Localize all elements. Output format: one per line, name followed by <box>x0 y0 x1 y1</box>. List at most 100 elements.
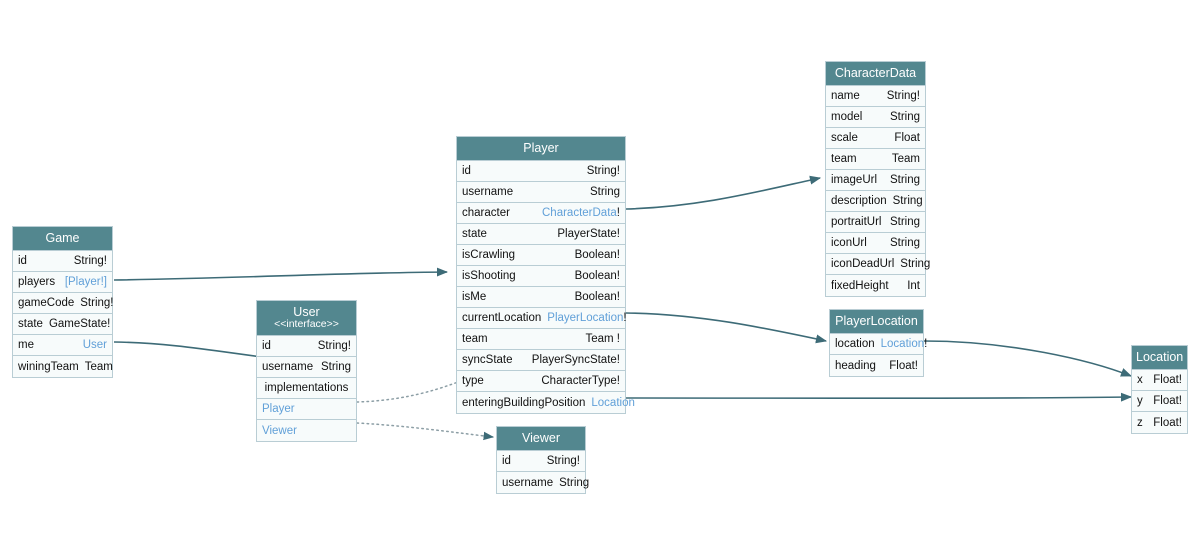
entity-user[interactable]: User <<interface>> id String! username S… <box>256 300 357 443</box>
field-name: type <box>462 375 484 388</box>
field-type[interactable]: CharacterData! <box>536 207 620 219</box>
field-type-link[interactable]: CharacterData <box>542 207 617 220</box>
table-row[interactable]: username String <box>497 472 589 494</box>
field-name: z <box>1137 416 1143 429</box>
field-type: GameState! <box>48 318 111 331</box>
field-name: fixedHeight <box>831 279 889 292</box>
field-name: state <box>18 318 43 331</box>
table-row[interactable]: id String! <box>257 336 356 358</box>
table-row[interactable]: y Float! <box>1132 391 1187 413</box>
entity-game[interactable]: Game id String! players [Player!] gameCo… <box>12 226 114 379</box>
table-row[interactable]: syncState PlayerSyncState! <box>457 350 625 372</box>
table-row[interactable]: scale Float <box>826 128 925 150</box>
field-name: iconDeadUrl <box>831 258 895 271</box>
implementation-label[interactable]: Viewer <box>262 424 297 437</box>
table-row[interactable]: character CharacterData! <box>457 203 625 225</box>
table-row[interactable]: gameCode String! <box>13 293 114 315</box>
field-type[interactable]: Location <box>591 396 635 409</box>
field-name: name <box>831 90 860 103</box>
field-name: me <box>18 339 34 352</box>
field-type-suffix: ! <box>616 207 620 220</box>
table-row[interactable]: portraitUrl String <box>826 212 925 234</box>
field-name: heading <box>835 359 876 372</box>
table-row[interactable]: isMe Boolean! <box>457 287 625 309</box>
entity-viewer[interactable]: Viewer id String! username String <box>496 426 589 495</box>
entity-user-title: User <<interface>> <box>257 301 356 337</box>
field-type[interactable]: Location! <box>875 338 928 350</box>
field-name: state <box>462 228 487 241</box>
field-type-link[interactable]: PlayerLocation <box>547 312 624 325</box>
field-type: String <box>589 186 620 199</box>
table-row[interactable]: id String! <box>457 161 625 183</box>
table-row[interactable]: heading Float! <box>830 355 923 377</box>
field-type: String! <box>586 165 620 178</box>
table-row[interactable]: fixedHeight Int <box>826 275 925 297</box>
table-row[interactable]: state GameState! <box>13 314 112 336</box>
field-name: team <box>831 153 857 166</box>
table-row[interactable]: z Float! <box>1132 412 1187 434</box>
table-row[interactable]: username String <box>257 357 356 379</box>
edge-playerlocation-location-to-location <box>923 340 1133 377</box>
field-type[interactable]: [Player!] <box>64 276 107 289</box>
field-name: username <box>502 476 554 489</box>
edge-player-currentlocation-to-playerlocation <box>625 312 828 344</box>
field-type[interactable]: PlayerLocation! <box>541 312 626 324</box>
table-row[interactable]: winingTeam Team <box>13 356 113 378</box>
field-type: String! <box>546 455 580 468</box>
edge-player-character-to-characterdata <box>625 175 822 210</box>
field-name: model <box>831 111 863 124</box>
field-name: iconUrl <box>831 237 867 250</box>
field-type: String! <box>886 90 920 103</box>
entity-viewer-title: Viewer <box>497 427 585 452</box>
entity-game-title: Game <box>13 227 112 252</box>
implementations-header: implementations <box>257 378 356 400</box>
table-row[interactable]: isCrawling Boolean! <box>457 245 625 267</box>
table-row[interactable]: imageUrl String <box>826 170 925 192</box>
entity-player[interactable]: Player id String! username String charac… <box>456 136 635 415</box>
table-row[interactable]: type CharacterType! <box>457 371 625 393</box>
table-row[interactable]: iconUrl String <box>826 233 925 255</box>
implementation-player[interactable]: Player <box>257 399 356 421</box>
entity-player-location[interactable]: PlayerLocation location Location! headin… <box>829 309 927 378</box>
table-row[interactable]: players [Player!] <box>13 272 112 294</box>
field-name: syncState <box>462 354 513 367</box>
entity-location[interactable]: Location x Float! y Float! z Float! <box>1131 345 1188 435</box>
table-row[interactable]: team Team ! <box>457 329 625 351</box>
field-type: Float! <box>1153 416 1182 429</box>
field-type: String <box>559 476 590 489</box>
table-row[interactable]: currentLocation PlayerLocation! <box>457 308 627 330</box>
field-name: location <box>835 338 875 351</box>
table-row[interactable]: username String <box>457 182 625 204</box>
table-row[interactable]: id String! <box>497 451 585 473</box>
implementation-label[interactable]: Player <box>262 403 295 416</box>
table-row[interactable]: location Location! <box>830 334 927 356</box>
table-row[interactable]: x Float! <box>1132 370 1187 392</box>
field-name: username <box>462 186 514 199</box>
table-row[interactable]: isShooting Boolean! <box>457 266 625 288</box>
table-row[interactable]: name String! <box>826 86 925 108</box>
table-row[interactable]: iconDeadUrl String <box>826 254 930 276</box>
table-row[interactable]: state PlayerState! <box>457 224 625 246</box>
field-type[interactable]: User <box>82 339 107 352</box>
entity-location-title: Location <box>1132 346 1187 371</box>
table-row[interactable]: description String <box>826 191 925 213</box>
field-name: winingTeam <box>18 360 79 373</box>
field-type: String <box>892 195 923 208</box>
field-type: Int <box>907 279 920 292</box>
table-row[interactable]: model String <box>826 107 925 129</box>
field-name: id <box>18 255 27 268</box>
implementation-viewer[interactable]: Viewer <box>257 420 356 442</box>
field-type-link[interactable]: Location <box>880 338 925 351</box>
field-type: String! <box>317 340 351 353</box>
field-type: Team <box>891 153 920 166</box>
table-row[interactable]: me User <box>13 335 112 357</box>
field-type: Float! <box>1153 395 1182 408</box>
table-row[interactable]: enteringBuildingPosition Location <box>457 392 635 414</box>
field-name: currentLocation <box>462 312 542 325</box>
table-row[interactable]: id String! <box>13 251 112 273</box>
entity-character-data[interactable]: CharacterData name String! model String … <box>825 61 930 298</box>
field-name: imageUrl <box>831 174 878 187</box>
field-name: id <box>262 340 271 353</box>
table-row[interactable]: team Team <box>826 149 925 171</box>
field-name: players <box>18 276 56 289</box>
